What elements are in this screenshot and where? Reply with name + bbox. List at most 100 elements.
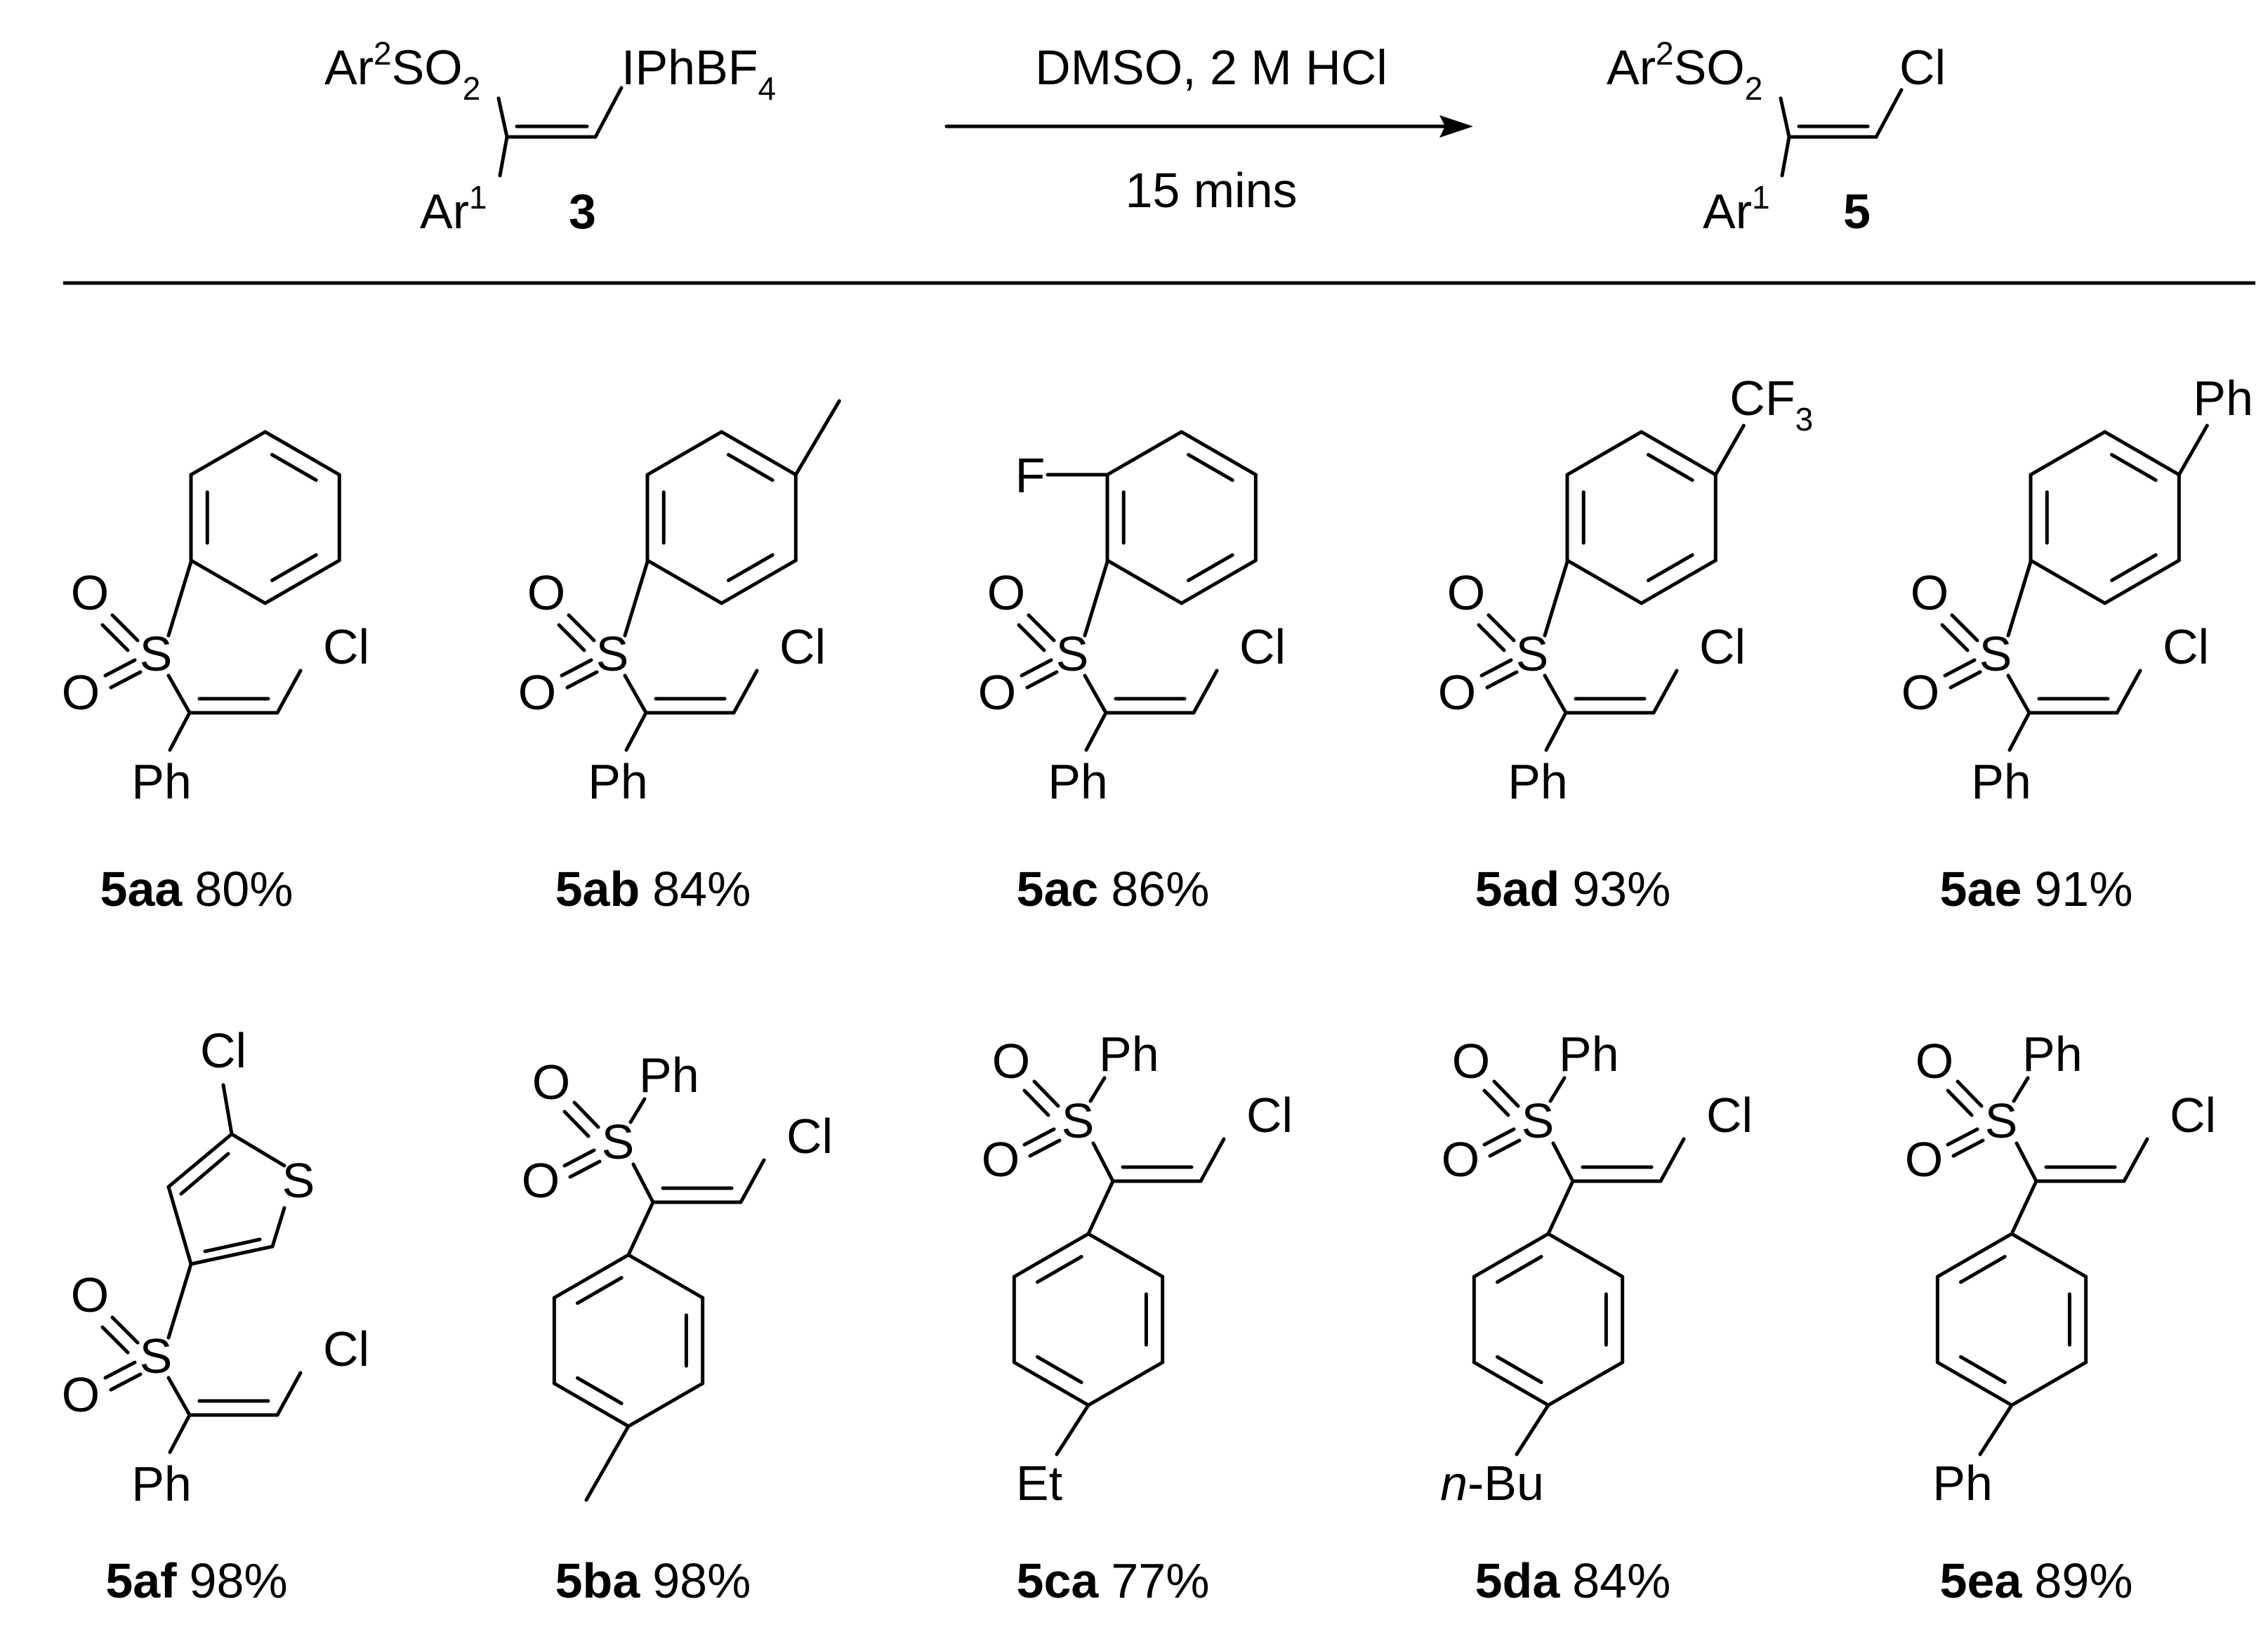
label-part: CF <box>1729 371 1795 426</box>
ring-double-bond <box>1495 1355 1543 1384</box>
ring-bond <box>552 1253 631 1300</box>
ring-bond <box>2103 430 2181 477</box>
bond <box>1978 1403 2014 1456</box>
ring-bond <box>230 1132 286 1168</box>
label-part: 98% <box>652 1553 751 1608</box>
fluorine-atom: F <box>1015 448 1046 503</box>
bond <box>1086 1179 1115 1236</box>
ring-bond <box>263 430 341 477</box>
bond <box>624 711 648 752</box>
label-part: 89% <box>2034 1553 2132 1608</box>
so-double-bond <box>1946 1127 1979 1147</box>
chlorine-atom: Cl <box>2170 1088 2216 1143</box>
ring-bond <box>1640 430 1718 477</box>
so-double-bond <box>1949 670 1982 690</box>
conditions-top: DMSO, 2 M HCl <box>1035 40 1387 95</box>
so-double-bond <box>1492 1079 1520 1108</box>
label-part: -Bu <box>1468 1456 1544 1511</box>
ar1-label: Ph <box>588 754 648 809</box>
oxygen-atom: O <box>978 665 1016 720</box>
ar1-label: Ph <box>1048 754 1108 809</box>
ar1-label: Ph <box>1508 754 1568 809</box>
ring-bond <box>1935 1232 2014 1279</box>
ring-double-bond <box>1035 1255 1083 1284</box>
ring-bond <box>2010 1360 2088 1407</box>
bond <box>732 669 759 715</box>
bond <box>1192 669 1219 715</box>
ar1-label: Ph <box>131 1456 192 1511</box>
bond <box>1544 711 1568 752</box>
so-double-bond <box>110 613 140 643</box>
label-part: n <box>1440 1456 1468 1511</box>
ar1-label: Ph <box>1971 754 2031 809</box>
so-double-bond <box>1028 1138 1062 1158</box>
label-part: 98% <box>190 1553 288 1608</box>
ar2-label: Ph <box>1099 1027 1159 1081</box>
oxygen-atom: O <box>1905 1132 1943 1187</box>
ring-double-bond <box>2110 553 2158 582</box>
label-part: 93% <box>1572 862 1670 916</box>
chlorine-atom: Cl <box>779 619 826 674</box>
oxygen-atom: O <box>1452 1034 1490 1088</box>
product-id: 5 <box>1843 184 1871 239</box>
butyl-label: n-Bu <box>1440 1456 1544 1511</box>
bond <box>1543 673 1568 715</box>
label-part: 5ab <box>555 862 640 916</box>
ring-bond <box>1640 558 1718 605</box>
so-double-bond <box>100 1325 130 1355</box>
so-double-bond <box>1488 1138 1522 1158</box>
bond <box>626 1200 655 1257</box>
bond <box>1055 1403 1090 1456</box>
so-double-bond <box>1956 1079 1984 1108</box>
bond <box>275 1371 303 1417</box>
ring-bond <box>1565 430 1644 477</box>
ring-bond <box>166 1185 193 1266</box>
oxygen-atom: O <box>71 1268 109 1322</box>
so-double-bond <box>110 1315 140 1345</box>
chlorine-atom: Cl <box>2163 619 2209 674</box>
bond <box>166 1262 193 1340</box>
so-double-bond <box>562 1110 591 1138</box>
ring-double-bond <box>270 453 318 482</box>
ring-double-bond <box>1958 1255 2007 1284</box>
reactant-ar2-label: Ar2SO2 <box>324 35 480 107</box>
chlorine-atom: Cl <box>323 619 369 674</box>
so-double-bond <box>1482 1127 1516 1147</box>
so-double-bond <box>1479 658 1513 678</box>
ar1-label: Ph <box>131 754 192 809</box>
label-part: 86% <box>1111 862 1209 916</box>
sulfur-atom: S <box>1062 1093 1095 1148</box>
bond <box>1083 673 1108 715</box>
bond <box>221 1083 234 1136</box>
bond <box>739 1158 766 1204</box>
so-double-bond <box>572 1100 600 1129</box>
phenyl-label: Ph <box>2193 371 2253 426</box>
ring-double-bond <box>1187 553 1234 582</box>
so-double-bond <box>1022 1088 1050 1117</box>
ring-bond <box>1012 1232 1090 1279</box>
ar2-label: Ph <box>639 1048 699 1103</box>
bond <box>275 669 303 715</box>
ring-bond <box>2010 1232 2088 1279</box>
oxygen-atom: O <box>62 665 100 720</box>
chlorine-atom: Cl <box>1706 1088 1753 1143</box>
chlorine-atom: Cl <box>323 1322 369 1376</box>
sulfur-atom: S <box>1985 1093 2018 1148</box>
so-double-bond <box>1940 623 1970 652</box>
ring-bond <box>645 558 724 605</box>
oxygen-atom: O <box>992 1034 1030 1088</box>
oxygen-atom: O <box>987 565 1025 620</box>
label-part: 84% <box>1572 1553 1670 1608</box>
arrow-head <box>1439 115 1473 138</box>
